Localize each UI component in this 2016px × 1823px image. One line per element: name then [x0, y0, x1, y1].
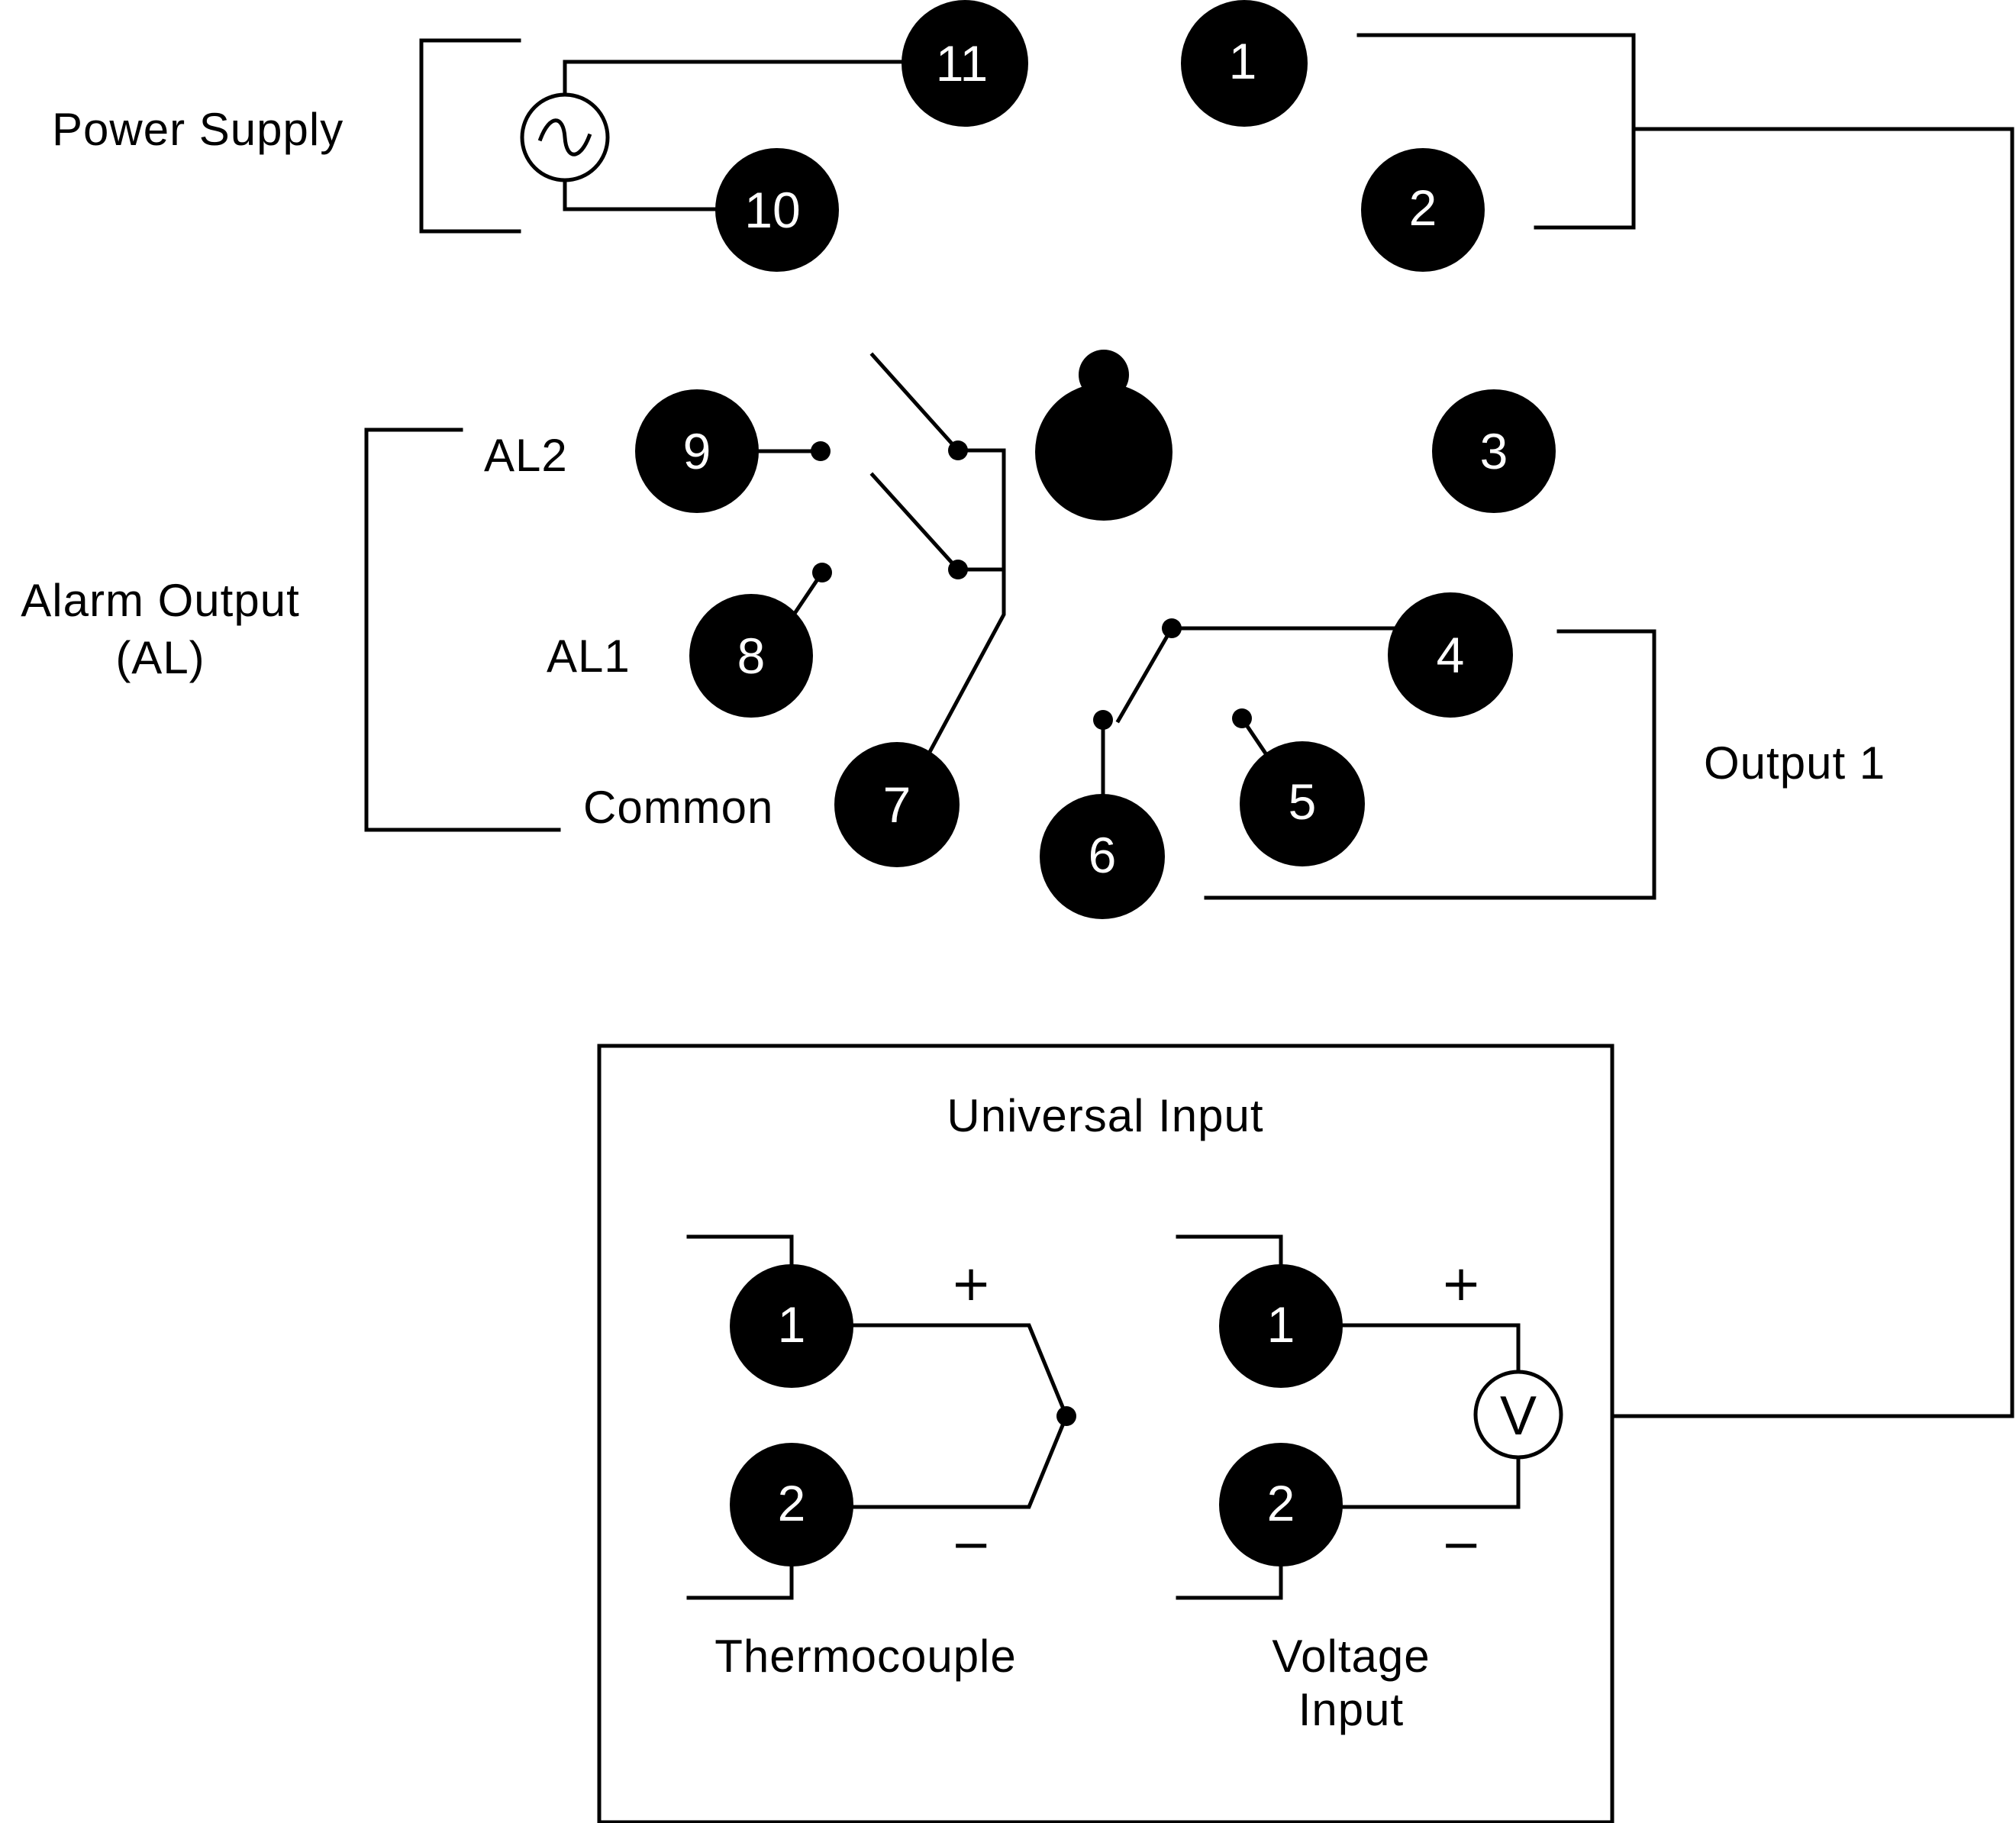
terminal-4: 4	[1388, 592, 1513, 718]
tc-bracket-top	[686, 1234, 794, 1270]
v-terminal-2: 2	[1219, 1443, 1343, 1566]
voltage-input-label-line1: Voltage	[1272, 1631, 1430, 1682]
socket-key-mark	[1035, 350, 1173, 521]
thermocouple-label: Thermocouple	[714, 1631, 1017, 1682]
power-wire-11	[563, 60, 903, 117]
voltmeter-icon: V	[1473, 1370, 1563, 1460]
svg-text:6: 6	[1089, 827, 1117, 883]
v-bracket-bottom	[1176, 1563, 1283, 1600]
output1-bracket	[1204, 629, 1656, 900]
alarm-output-bracket	[364, 428, 561, 832]
svg-text:1: 1	[1229, 33, 1257, 89]
ac-source-icon	[520, 92, 610, 182]
v-terminal-1: 1	[1219, 1264, 1343, 1388]
alarm-relay-contacts	[753, 352, 1006, 755]
common-label: Common	[583, 782, 773, 833]
al1-switch-arm	[869, 472, 961, 573]
alarm-output-label-line2: (AL)	[115, 632, 205, 683]
tc-terminal-1: 1	[730, 1264, 853, 1388]
v-minus-sign: −	[1440, 1517, 1482, 1573]
svg-text:11: 11	[936, 35, 989, 92]
svg-text:V: V	[1500, 1386, 1537, 1447]
universal-input-box: Universal Input 1 2 + − Thermocouple	[597, 1044, 1614, 1823]
output1-label: Output 1	[1704, 737, 1885, 789]
universal-input-title: Universal Input	[947, 1090, 1263, 1141]
power-supply-bracket	[419, 38, 521, 234]
output1-relay-contacts	[1093, 618, 1656, 900]
input-bus-wire	[1610, 127, 2014, 1418]
svg-text:2: 2	[1409, 179, 1437, 236]
tc-minus-sign: −	[950, 1517, 992, 1573]
output-bracket-1-2	[1356, 33, 1636, 230]
svg-text:9: 9	[683, 423, 711, 479]
svg-text:10: 10	[744, 182, 800, 238]
power-supply-group: Power Supply	[52, 38, 903, 234]
terminal-5: 5	[1240, 741, 1365, 866]
svg-text:2: 2	[778, 1475, 806, 1531]
terminal-1: 1	[1181, 0, 1308, 127]
terminal-6: 6	[1040, 794, 1165, 919]
tc-terminal-2: 2	[730, 1443, 853, 1566]
tc-junction-wires	[849, 1323, 1069, 1509]
power-supply-label: Power Supply	[52, 104, 344, 155]
terminal-11: 11	[902, 0, 1028, 127]
alarm-output-label-line1: Alarm Output	[21, 575, 299, 626]
svg-text:1: 1	[1267, 1296, 1295, 1353]
svg-text:7: 7	[883, 776, 911, 833]
terminal-2: 2	[1361, 148, 1485, 272]
output1-switch-arm	[1115, 625, 1175, 724]
v-plus-sign: +	[1440, 1256, 1482, 1312]
terminal-10: 10	[715, 148, 839, 272]
voltage-input-circuit: V 1 2 + − Voltage Input	[1176, 1234, 1563, 1735]
svg-text:4: 4	[1437, 627, 1465, 683]
thermocouple-circuit: 1 2 + − Thermocouple	[686, 1234, 1076, 1682]
terminal-3: 3	[1432, 389, 1556, 513]
svg-text:5: 5	[1289, 773, 1317, 830]
al2-switch-arm	[869, 352, 961, 453]
terminal-9: 9	[635, 389, 759, 513]
al2-label: AL2	[484, 430, 568, 481]
svg-text:8: 8	[737, 628, 766, 684]
svg-text:1: 1	[778, 1296, 806, 1353]
svg-text:3: 3	[1480, 423, 1508, 479]
terminal-8: 8	[689, 594, 813, 718]
tc-plus-sign: +	[950, 1256, 992, 1312]
svg-text:2: 2	[1267, 1475, 1295, 1531]
terminal-7: 7	[834, 742, 960, 867]
al1-label: AL1	[547, 631, 631, 682]
v-bracket-top	[1176, 1234, 1283, 1270]
common-bus	[927, 448, 1006, 755]
voltage-input-label-line2: Input	[1298, 1684, 1404, 1735]
tc-bracket-bottom	[686, 1563, 794, 1600]
